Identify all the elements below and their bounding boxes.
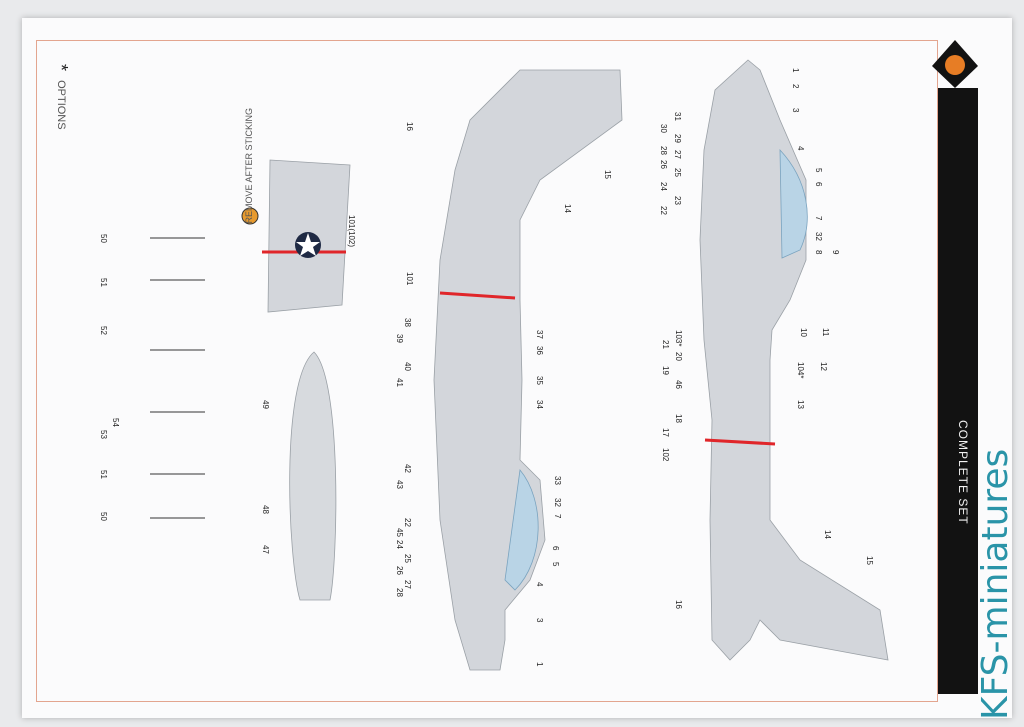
complete-set-label: COMPLETE SET [956,420,970,525]
callout-number: 14 [563,204,572,213]
callout-number: 7 [553,514,562,519]
callout-number: 18 [674,414,683,423]
callout-number: 43 [395,480,404,489]
callout-number: 19 [661,366,670,375]
callout-number: 28 [659,146,668,155]
callout-number: 52 [99,326,108,335]
callout-number: 10 [799,328,808,337]
callout-number: 17 [661,428,670,437]
callout-number: 11 [821,328,830,337]
callout-number: 6 [551,546,560,551]
options-star: * [51,64,71,72]
aircraft-middle-fuselage [433,69,623,671]
callout-number: 46 [674,380,683,389]
remove-after-sticking-note: REMOVE AFTER STICKING [244,108,254,224]
callout-number: 25 [673,168,682,177]
callout-number: 26 [659,160,668,169]
callout-number: 28 [395,588,404,597]
callout-number: 51 [99,278,108,287]
stripe-right [704,438,776,446]
orange-marker-icon [241,207,259,225]
callout-number: 27 [673,150,682,159]
callout-number: 22 [403,518,412,527]
callout-number: 4 [535,582,544,587]
callout-number: 32 [814,232,823,241]
callout-number: 15 [603,170,612,179]
callout-number: 2 [791,84,800,89]
callout-number: 21 [661,340,670,349]
callout-number: 50 [99,234,108,243]
callout-number: 1 [535,662,544,667]
callout-number: 31 [673,112,682,121]
callout-number: 104* [796,362,805,379]
callout-number: 102 [661,448,670,462]
callout-number: 26 [395,566,404,575]
callout-number: 37 [535,330,544,339]
callout-number: 12 [819,362,828,371]
callout-number: 27 [403,580,412,589]
callout-number: 8 [814,250,823,255]
side-black-bar [938,88,978,694]
callout-number: 24 [659,182,668,191]
callout-number: 23 [673,196,682,205]
callout-number: 16 [405,122,414,131]
stripe-middle [439,291,516,300]
canopy-right [779,148,808,259]
callout-number: 38 [403,318,412,327]
options-label: OPTIONS [55,80,67,130]
canopy-middle [504,469,539,591]
callout-number: 15 [865,556,874,565]
callout-number: 4 [796,146,805,151]
options-legend: * OPTIONS [50,64,71,130]
callout-number: 34 [535,400,544,409]
callout-number: 1 [791,68,800,73]
callout-number: 16 [674,600,683,609]
callout-number: 48 [261,505,270,514]
brand-logo-icon [932,40,978,88]
callout-number: 6 [814,182,823,187]
callout-number: 5 [814,168,823,173]
callout-number: 29 [673,134,682,143]
callout-number: 22 [659,206,668,215]
drop-tank [289,351,337,601]
callout-number: 5 [551,562,560,567]
callout-number: 30 [659,124,668,133]
callout-number: 51 [99,470,108,479]
callout-number: 101 [405,272,414,286]
callout-number: 103* [674,330,683,347]
star-icon [296,233,320,256]
callout-number: 7 [814,216,823,221]
callout-number: 49 [261,400,270,409]
watermark: KFS-miniatures [975,448,1016,720]
callout-number: 45 [395,528,404,537]
callout-number: 50 [99,512,108,521]
callout-number: 25 [403,554,412,563]
callout-number: 3 [791,108,800,113]
callout-number: 13 [796,400,805,409]
aircraft-right-fuselage [699,59,889,661]
callout-number: 41 [395,378,404,387]
callout-number: 33 [553,476,562,485]
callout-number: 9 [831,250,840,255]
callout-number: 36 [535,346,544,355]
callout-number: 24 [395,540,404,549]
callout-number: 20 [674,352,683,361]
callout-number: 32 [553,498,562,507]
callout-number: 35 [535,376,544,385]
tail-code-callout: 101(102) [347,215,356,248]
callout-number: 40 [403,362,412,371]
callout-number: 47 [261,545,270,554]
sheet-frame [36,40,938,702]
callout-number: 42 [403,464,412,473]
landing-gear-options [150,237,205,519]
callout-number: 39 [395,334,404,343]
callout-number: 53 [99,430,108,439]
callout-number: 54 [111,418,120,427]
callout-number: 14 [823,530,832,539]
callout-number: 3 [535,618,544,623]
